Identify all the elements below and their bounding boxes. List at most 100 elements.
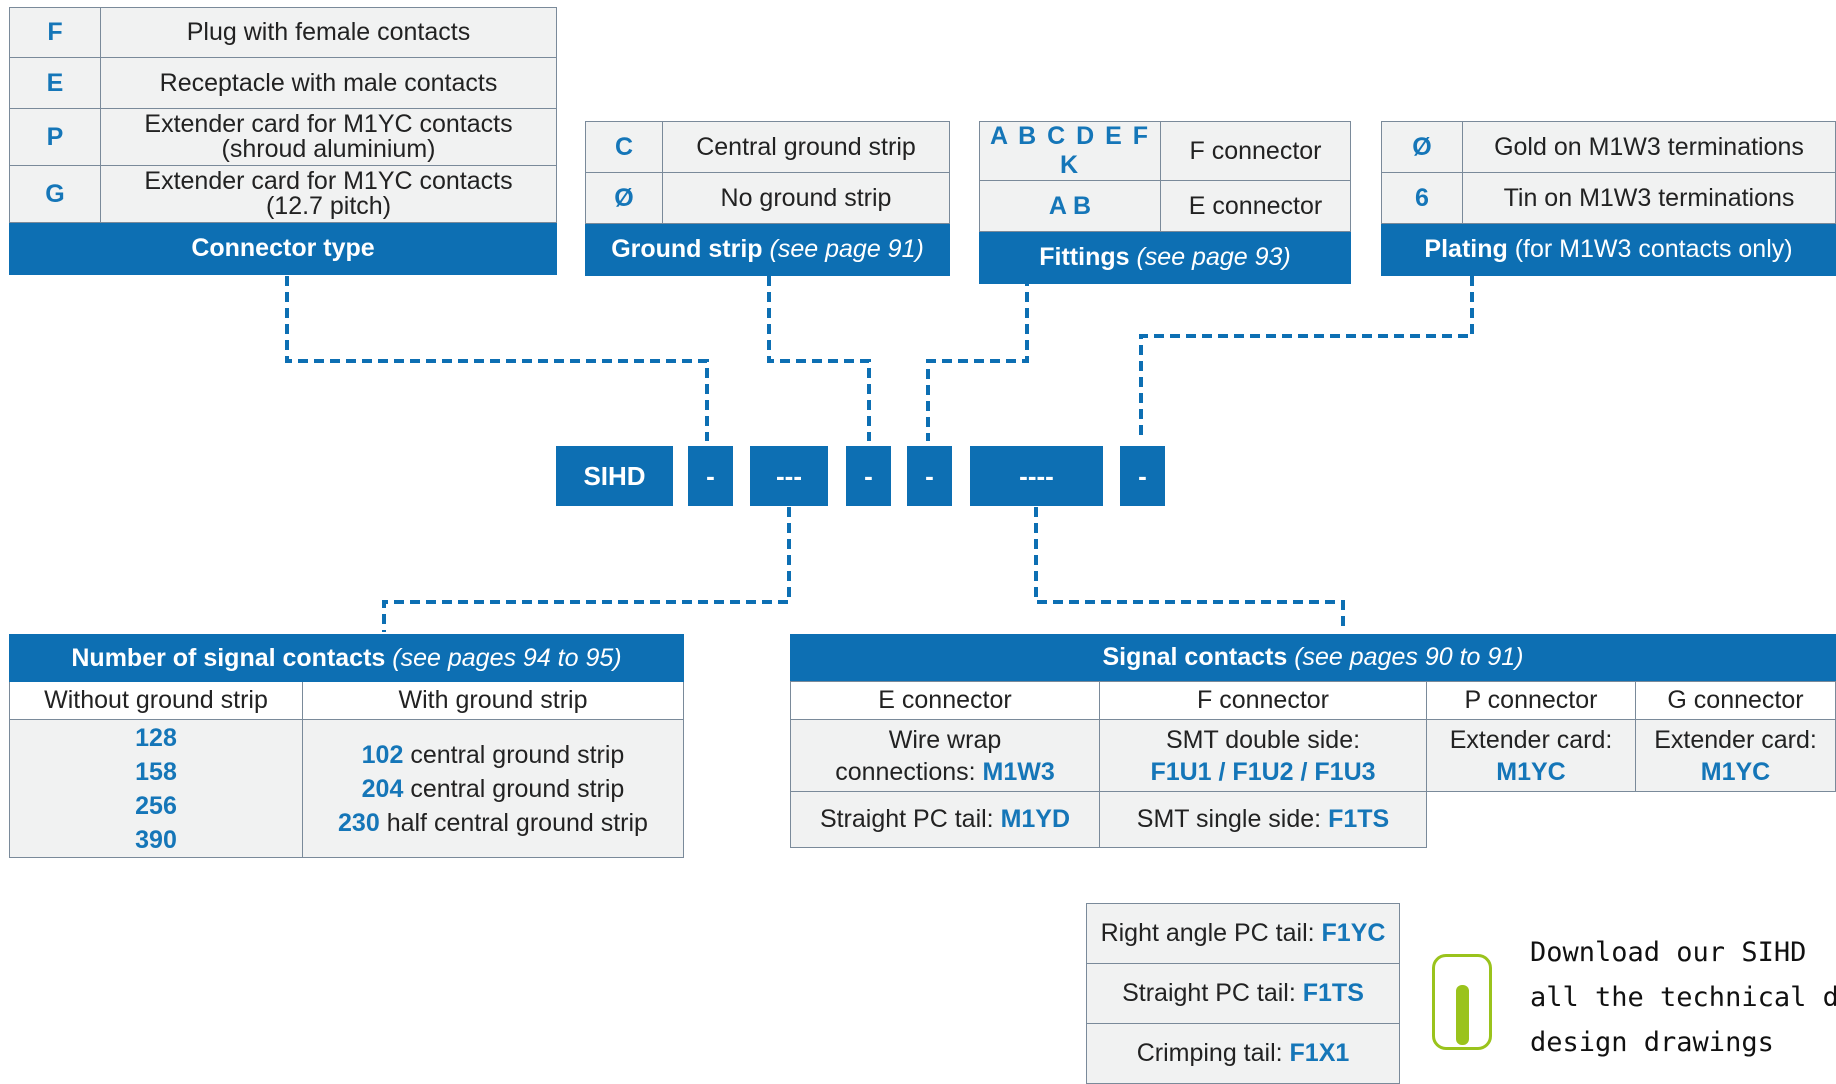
- e-straight-pc-label: Straight PC tail:: [819, 805, 1001, 833]
- empty-cell: [1426, 791, 1636, 848]
- line-ground-strip: [767, 276, 871, 441]
- signal-contacts-col-headers: E connector F connector P connector G co…: [790, 681, 1836, 848]
- signal-count-with-row: 230 half central ground strip: [309, 806, 677, 840]
- download-note-line1: Download our SIHD: [1530, 937, 1807, 968]
- f-connector-extra-rows: Right angle PC tail: F1YC Straight PC ta…: [1086, 903, 1400, 1084]
- ground-desc: No ground strip: [662, 172, 950, 224]
- line-signal-contacts: [1034, 507, 1345, 632]
- fittings-table: A B C D E F K F connector A B E connecto…: [979, 121, 1351, 284]
- note-exclamation-icon: [1432, 954, 1492, 1050]
- signal-count-value: 390: [135, 825, 177, 854]
- ground-strip-header-title: Ground strip: [611, 235, 763, 263]
- plating-header-title: Plating: [1424, 235, 1508, 263]
- line-signal-count: [382, 507, 791, 632]
- f-right-angle-code: F1YC: [1321, 919, 1386, 947]
- fittings-code: A B: [979, 180, 1161, 232]
- connector-lines: [285, 276, 1474, 632]
- p-extender-cell: Extender card: M1YC: [1426, 719, 1636, 792]
- download-note: Download our SIHD all the technical data…: [1530, 930, 1836, 1065]
- fittings-code: A B C D E F K: [979, 121, 1161, 181]
- col-f-connector: F connector: [1099, 681, 1427, 720]
- f-crimping-cell: Crimping tail: F1X1: [1086, 1023, 1400, 1084]
- line-fittings: [926, 276, 1029, 441]
- signal-count-with-text: central ground strip: [403, 774, 625, 803]
- f-right-angle-label: Right angle PC tail:: [1100, 919, 1322, 947]
- signal-count-with-text: half central ground strip: [379, 808, 648, 837]
- part-number-separator: -: [1120, 446, 1165, 506]
- part-number-separator: -: [688, 446, 733, 506]
- part-number-prefix: SIHD: [556, 446, 673, 506]
- f-smt-double-cell: SMT double side: F1U1 / F1U2 / F1U3: [1099, 719, 1427, 792]
- connector-type-table: F Plug with female contacts E Receptacle…: [9, 7, 557, 275]
- ground-code: C: [585, 121, 663, 173]
- fittings-header: Fittings (see page 93): [979, 231, 1351, 284]
- signal-count-without-list: 128 158 256 390: [9, 719, 303, 858]
- plating-code: 6: [1381, 172, 1463, 224]
- col-p-connector: P connector: [1426, 681, 1636, 720]
- ground-strip-table: C Central ground strip Ø No ground strip…: [585, 121, 950, 276]
- f-smt-single-label: SMT single side:: [1136, 805, 1329, 833]
- e-straight-pc-cell: Straight PC tail: M1YD: [790, 791, 1100, 848]
- col-e-connector: E connector: [790, 681, 1100, 720]
- f-crimping-label: Crimping tail:: [1136, 1039, 1290, 1067]
- g-extender-label: Extender card:: [1654, 725, 1817, 754]
- connector-type-header: Connector type: [9, 222, 557, 275]
- ground-code: Ø: [585, 172, 663, 224]
- f-smt-double-code: F1U1 / F1U2 / F1U3: [1150, 757, 1376, 786]
- connector-desc: Plug with female contacts: [100, 7, 557, 58]
- signal-count-value: 230: [338, 808, 380, 837]
- e-wire-wrap-line1: Wire wrap: [888, 725, 1002, 754]
- download-note-line2: all the technical data: [1530, 982, 1836, 1013]
- signal-count-with-text: central ground strip: [403, 740, 625, 769]
- f-straight-pc-cell: Straight PC tail: F1TS: [1086, 963, 1400, 1024]
- connector-desc: Extender card for M1YC contacts (12.7 pi…: [100, 165, 557, 223]
- line-plating: [1139, 276, 1474, 441]
- e-wire-wrap-code: M1W3: [982, 757, 1055, 786]
- signal-contacts-header-ref: (see pages 90 to 91): [1294, 643, 1524, 671]
- e-wire-wrap-cell: Wire wrap connections: M1W3: [790, 719, 1100, 792]
- f-crimping-code: F1X1: [1289, 1039, 1350, 1067]
- f-straight-pc-label: Straight PC tail:: [1122, 979, 1303, 1007]
- f-right-angle-cell: Right angle PC tail: F1YC: [1086, 903, 1400, 964]
- ground-strip-header: Ground strip (see page 91): [585, 223, 950, 276]
- signal-contacts-header: Signal contacts (see pages 90 to 91): [790, 634, 1836, 681]
- signal-count-with-row: 204 central ground strip: [309, 772, 677, 806]
- g-extender-cell: Extender card: M1YC: [1635, 719, 1836, 792]
- plating-code: Ø: [1381, 121, 1463, 173]
- connector-desc: Extender card for M1YC contacts (shroud …: [100, 108, 557, 166]
- e-straight-pc-code: M1YD: [1000, 805, 1071, 833]
- connector-desc-line2: (shroud aluminium): [221, 135, 436, 163]
- download-note-line3: design drawings: [1530, 1027, 1774, 1058]
- connector-desc-line1: Extender card for M1YC contacts: [144, 167, 513, 195]
- signal-count-value: 102: [361, 740, 404, 769]
- line-connector-type: [285, 276, 709, 441]
- ground-strip-header-ref: (see page 91): [769, 235, 924, 263]
- plating-header: Plating (for M1W3 contacts only): [1381, 223, 1836, 276]
- signal-count-col-with: With ground strip: [302, 681, 684, 720]
- signal-count-with-list: 102 central ground strip 204 central gro…: [302, 719, 684, 858]
- part-number-contacts-field: ---: [750, 446, 828, 506]
- e-wire-wrap-label: connections:: [835, 757, 983, 786]
- f-straight-pc-code: F1TS: [1302, 979, 1364, 1007]
- signal-count-header-ref: (see pages 94 to 95): [392, 643, 622, 672]
- f-smt-single-code: F1TS: [1328, 805, 1390, 833]
- plating-table: Ø Gold on M1W3 terminations 6 Tin on M1W…: [1381, 121, 1836, 276]
- f-smt-double-label: SMT double side:: [1165, 725, 1361, 754]
- empty-cell: [1635, 791, 1836, 848]
- plating-header-note: (for M1W3 contacts only): [1514, 235, 1793, 263]
- signal-count-header-title: Number of signal contacts: [71, 643, 386, 672]
- part-number-contact-type-field: ----: [970, 446, 1103, 506]
- connector-code: G: [9, 165, 101, 223]
- connector-desc: Receptacle with male contacts: [100, 57, 557, 109]
- signal-count-value: 204: [361, 774, 404, 803]
- fittings-header-ref: (see page 93): [1136, 243, 1291, 271]
- p-extender-code: M1YC: [1496, 757, 1566, 786]
- fittings-header-title: Fittings: [1039, 243, 1130, 271]
- connector-desc-line1: Extender card for M1YC contacts: [144, 110, 513, 138]
- signal-count-header: Number of signal contacts (see pages 94 …: [9, 634, 684, 682]
- f-smt-single-cell: SMT single side: F1TS: [1099, 791, 1427, 848]
- connector-desc-line2: (12.7 pitch): [265, 192, 392, 220]
- signal-count-with-row: 102 central ground strip: [309, 738, 677, 772]
- signal-count-col-without: Without ground strip: [9, 681, 303, 720]
- signal-count-table: Number of signal contacts (see pages 94 …: [9, 634, 684, 858]
